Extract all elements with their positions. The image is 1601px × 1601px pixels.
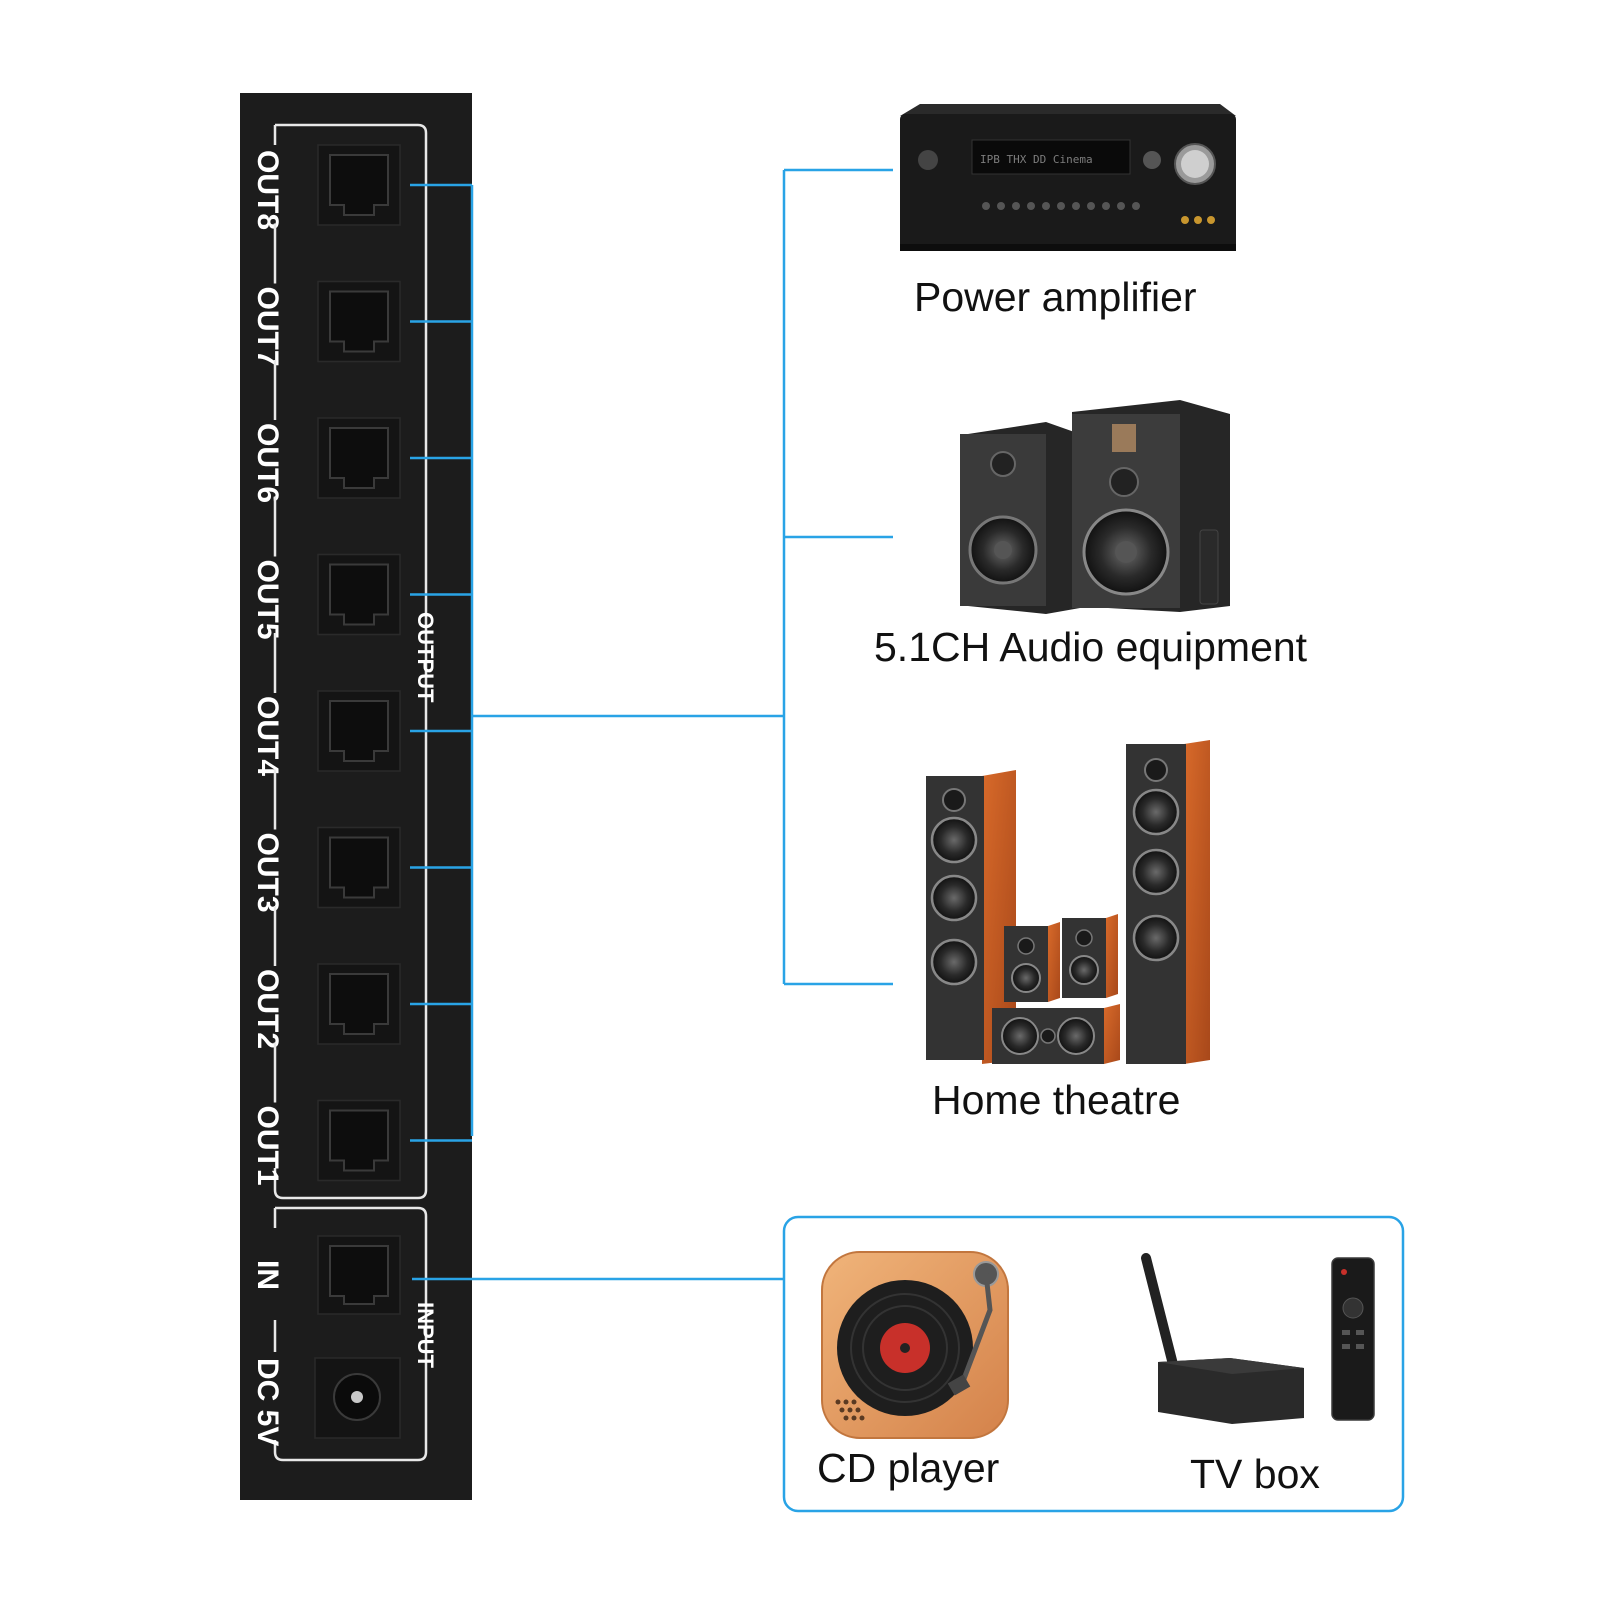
device-label-cd-player: CD player	[817, 1445, 999, 1491]
port-label-out3: OUT3	[251, 833, 284, 913]
power-port-label: DC 5V	[251, 1358, 284, 1446]
turntable-icon	[821, 1251, 1009, 1439]
port-label-out1: OUT1	[251, 1106, 284, 1186]
bookshelf-speakers-icon	[960, 400, 1230, 614]
port-label-out5: OUT5	[251, 560, 284, 640]
port-label-out2: OUT2	[251, 969, 284, 1049]
output-port-out4[interactable]	[317, 690, 401, 772]
device-label-power-amplifier: Power amplifier	[914, 274, 1197, 320]
output-connectors	[410, 168, 893, 1142]
output-section-label: OUTPUT	[413, 612, 438, 703]
home-theatre-speakers-icon	[926, 740, 1210, 1064]
port-label-out6: OUT6	[251, 423, 284, 503]
input-port[interactable]	[317, 1235, 401, 1315]
port-label-out8: OUT8	[251, 150, 284, 230]
device-label-home-theatre: Home theatre	[932, 1077, 1180, 1123]
tv-box-icon	[1141, 1253, 1375, 1424]
device-label-audio-equipment: 5.1CH Audio equipment	[874, 624, 1308, 670]
input-section-label: INPUT	[413, 1302, 438, 1369]
input-bracket	[273, 1206, 428, 1462]
output-bracket	[273, 123, 428, 1200]
port-label-out4: OUT4	[251, 696, 284, 776]
svg-text:IPB THX DD Cinema: IPB THX DD Cinema	[980, 153, 1093, 166]
output-port-out1[interactable]	[317, 1099, 401, 1182]
dc-power-jack[interactable]	[314, 1357, 401, 1439]
output-port-out7[interactable]	[317, 280, 401, 363]
output-ports	[317, 144, 401, 1182]
output-port-out8[interactable]	[317, 144, 401, 226]
output-port-out5[interactable]	[317, 553, 401, 636]
input-sources-box	[782, 1215, 1405, 1513]
power-amplifier-icon: IPB THX DD Cinema	[900, 104, 1236, 251]
output-port-out2[interactable]	[317, 963, 401, 1045]
output-port-out6[interactable]	[317, 417, 401, 499]
device-label-tv-box: TV box	[1190, 1451, 1320, 1497]
input-port-label: IN	[251, 1260, 284, 1290]
port-label-out7: OUT7	[251, 287, 284, 367]
output-port-out3[interactable]	[317, 826, 401, 909]
